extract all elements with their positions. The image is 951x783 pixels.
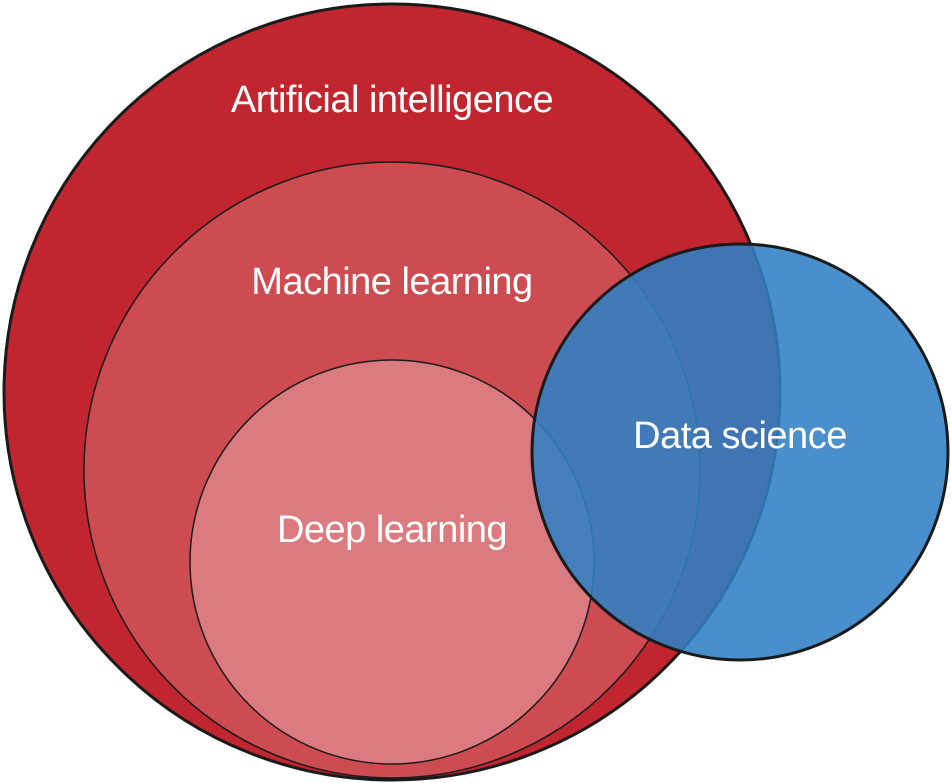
deep-learning-label: Deep learning <box>277 509 507 551</box>
machine-learning-label: Machine learning <box>251 261 532 303</box>
artificial-intelligence-label: Artificial intelligence <box>231 79 553 121</box>
data-science-circle <box>530 242 950 662</box>
data-science-label: Data science <box>633 415 847 457</box>
